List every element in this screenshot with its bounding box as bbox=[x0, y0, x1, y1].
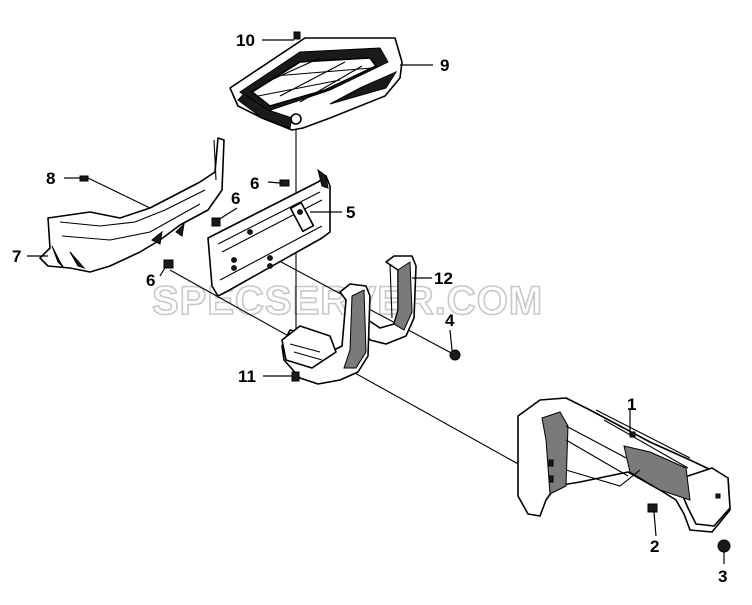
front-step-hanger bbox=[281, 283, 371, 385]
nut-4 bbox=[449, 349, 461, 361]
callout-11: 11 bbox=[238, 367, 256, 386]
callout-10: 10 bbox=[236, 31, 255, 50]
screw-11 bbox=[291, 371, 300, 382]
side-splash-guard bbox=[39, 137, 225, 273]
bolt-6-lower bbox=[163, 259, 174, 269]
bolt-2 bbox=[647, 503, 658, 513]
rear-step-hanger bbox=[361, 255, 417, 345]
callout-1: 1 bbox=[627, 395, 636, 414]
mounting-bracket-plate bbox=[207, 168, 331, 297]
callout-leaders bbox=[27, 39, 725, 564]
step-tread-plate bbox=[229, 37, 403, 131]
callout-9: 9 bbox=[440, 56, 449, 75]
callout-2: 2 bbox=[650, 537, 659, 556]
screw-8 bbox=[79, 175, 151, 209]
bolt-6-top bbox=[279, 179, 290, 187]
nut-3 bbox=[717, 539, 731, 553]
callout-5: 5 bbox=[346, 203, 355, 222]
callout-3: 3 bbox=[718, 567, 727, 586]
callout-6-lower: 6 bbox=[146, 271, 155, 290]
screw-10 bbox=[293, 31, 301, 40]
callout-4: 4 bbox=[445, 311, 455, 330]
bolt-6-middle bbox=[211, 217, 221, 227]
callout-6-middle: 6 bbox=[231, 189, 240, 208]
callout-12: 12 bbox=[434, 269, 453, 288]
callout-8: 8 bbox=[46, 169, 55, 188]
main-step-bracket bbox=[517, 397, 731, 533]
callout-7: 7 bbox=[12, 247, 21, 266]
callout-6-top: 6 bbox=[250, 174, 259, 193]
